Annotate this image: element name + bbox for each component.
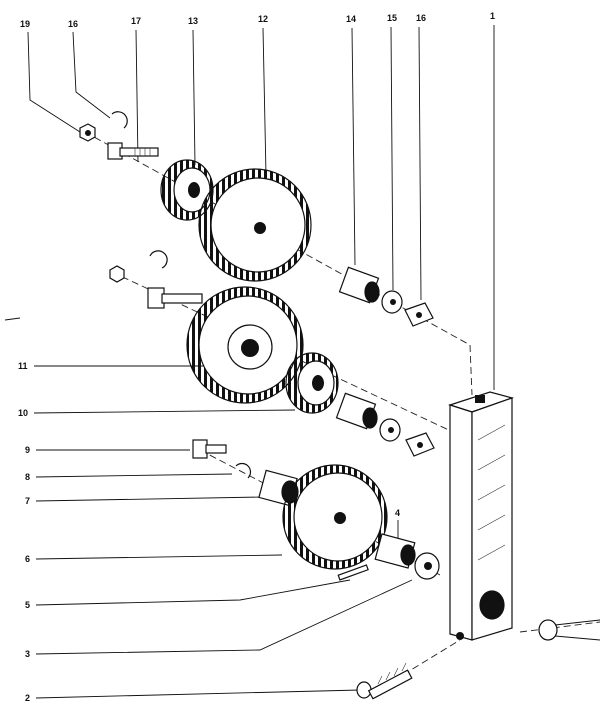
washer-15: [381, 290, 403, 314]
gear-12: [198, 168, 312, 282]
washer-middle: [379, 418, 401, 442]
callout-11: 11: [18, 361, 28, 371]
washer-3: [414, 552, 440, 580]
callout-19: 19: [20, 19, 30, 29]
pin-5: [337, 564, 369, 581]
gear-10: [285, 352, 339, 414]
gear-6: [282, 464, 388, 570]
callout-15: 15: [387, 13, 397, 23]
bracket-1: [448, 391, 515, 641]
e-clip-middle: [149, 250, 168, 269]
callout-14: 14: [346, 14, 356, 24]
screw-2: [356, 662, 413, 700]
callout-16-right: 16: [416, 13, 426, 23]
callout-5: 5: [25, 600, 30, 610]
motor-shaft: [519, 619, 601, 641]
callout-8: 8: [25, 472, 30, 482]
spacer-4: [374, 533, 416, 569]
square-nut-16: [404, 302, 434, 327]
callout-17: 17: [131, 16, 141, 26]
callout-13: 13: [188, 16, 198, 26]
gear-11: [186, 286, 304, 404]
stud-17: [107, 142, 159, 160]
square-nut-middle: [405, 432, 435, 457]
callout-10: 10: [18, 408, 28, 418]
callout-4: 4: [395, 508, 400, 518]
spacer-14: [338, 266, 380, 304]
leader-lines: [4, 25, 495, 699]
spacer-middle: [335, 392, 378, 430]
callout-12: 12: [258, 14, 268, 24]
callout-16-top: 16: [68, 19, 78, 29]
stud-middle: [147, 287, 203, 309]
e-clip-16: [111, 111, 128, 129]
callout-9: 9: [25, 445, 30, 455]
callout-2: 2: [25, 693, 30, 703]
bolt-9: [192, 439, 227, 459]
e-clip-8: [235, 462, 252, 479]
nut-19: [79, 123, 96, 142]
callout-1: 1: [490, 11, 495, 21]
nut-middle: [109, 265, 125, 283]
callout-3: 3: [25, 649, 30, 659]
callout-6: 6: [25, 554, 30, 564]
callout-7: 7: [25, 496, 30, 506]
